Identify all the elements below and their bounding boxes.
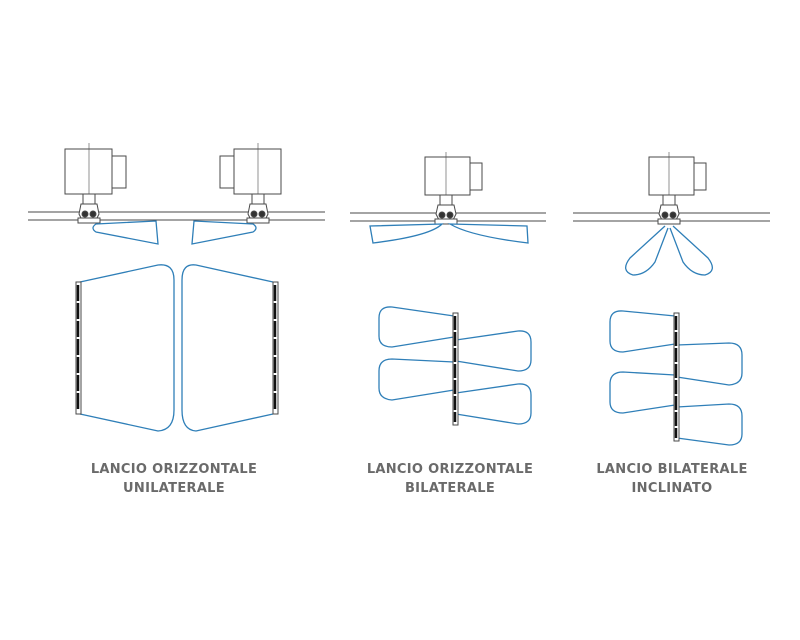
caption-line: UNILATERALE — [123, 481, 225, 496]
caption-horizontal-bilateral: LANCIO ORIZZONTALE BILATERALE — [320, 460, 580, 498]
spray-panel-inclined — [609, 310, 743, 446]
caption-line: INCLINATO — [631, 481, 713, 496]
nozzle-bar-inclined — [673, 312, 680, 442]
spray-panel-right-unilateral — [181, 264, 279, 432]
unilateral-rail — [28, 211, 325, 221]
spray-panel-left-unilateral — [75, 264, 175, 432]
caption-horizontal-unilateral: LANCIO ORIZZONTALE UNILATERALE — [44, 460, 304, 498]
caption-inclined-bilateral: LANCIO BILATERALE INCLINATO — [542, 460, 800, 498]
spray-panel-bilateral — [378, 306, 532, 425]
spray-head-left-unilateral — [64, 143, 127, 224]
spray-head-bilateral — [424, 152, 483, 225]
spray-fan-top-bilateral — [369, 223, 529, 244]
caption-line: LANCIO ORIZZONTALE — [90, 462, 258, 477]
nozzle-bar-bilateral — [452, 312, 459, 426]
spray-fan-top-inclined — [625, 225, 713, 276]
caption-line: BILATERALE — [404, 481, 496, 496]
spray-head-inclined — [648, 152, 707, 225]
spray-head-right-unilateral — [219, 143, 282, 224]
caption-line: LANCIO ORIZZONTALE — [366, 462, 534, 477]
spray-fan-top-unilateral — [92, 220, 257, 245]
caption-line: LANCIO BILATERALE — [596, 462, 748, 477]
